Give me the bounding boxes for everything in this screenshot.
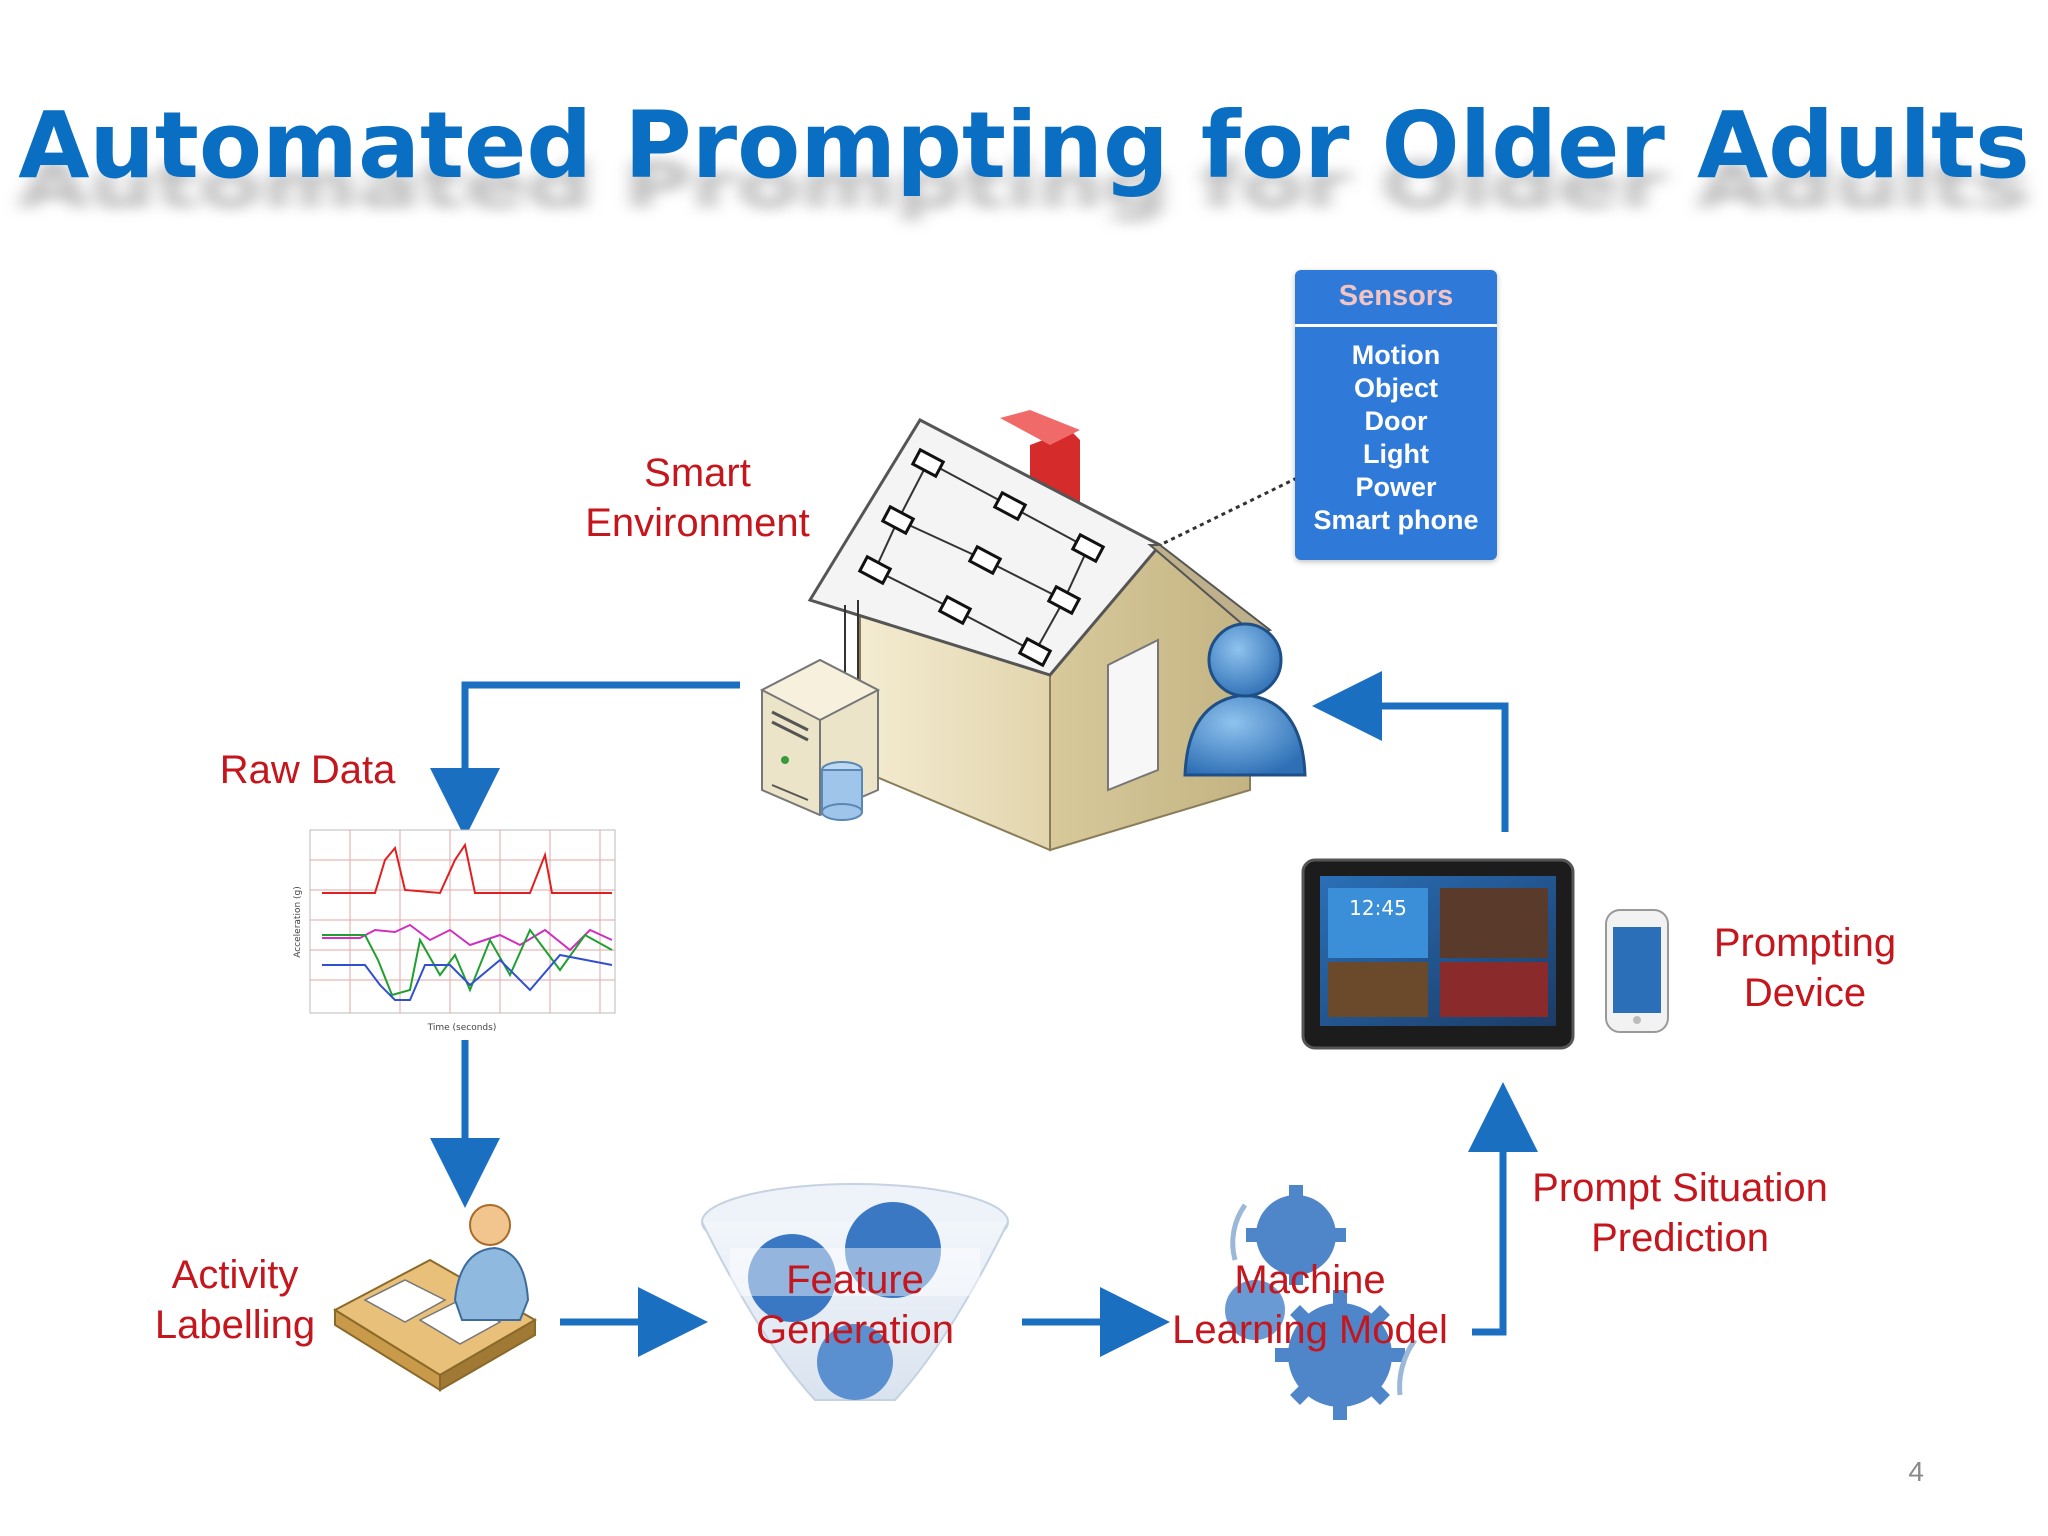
label-prompt-situation-prediction: Prompt Situation Prediction (1532, 1166, 1828, 1260)
sensors-panel: Sensors Motion Object Door Light Power S… (1295, 270, 1497, 560)
funnel-icon (701, 1183, 1009, 1401)
page-number: 4 (1908, 1456, 1924, 1487)
label-feature-generation: Feature Generation (756, 1258, 954, 1352)
arrow-model-to-device (1468, 1082, 1538, 1336)
label-raw-data: Raw Data (219, 748, 396, 792)
arrow-device-to-person (1312, 671, 1509, 832)
svg-text:Time (seconds): Time (seconds) (427, 1023, 497, 1033)
tablet-icon: 12:45 (1301, 858, 1575, 1050)
svg-text:Acceleration (g): Acceleration (g) (293, 886, 303, 958)
sensors-header: Sensors (1295, 270, 1497, 327)
gears-icon (1225, 1185, 1418, 1420)
slide-title: Automated Prompting for Older Adults (18, 92, 2030, 199)
label-activity-labelling: Activity Labelling (154, 1253, 316, 1347)
chart-icon: Time (seconds) Acceleration (g) (293, 829, 616, 1033)
server-icon (759, 658, 881, 821)
sensor-item: Smart phone (1313, 505, 1479, 535)
house-icon (807, 410, 1273, 852)
sensor-item: Object (1353, 373, 1439, 403)
sensor-item: Light (1363, 439, 1429, 469)
label-machine-learning-model: Machine Learning Model (1172, 1258, 1448, 1352)
sensor-item: Door (1364, 406, 1428, 436)
person-icon (1183, 622, 1307, 777)
title-shadow: Automated Prompting for Older Adults (18, 148, 2030, 223)
sensor-item: Motion (1351, 340, 1441, 370)
desk-person-icon (332, 1204, 538, 1392)
sensors-list: Motion Object Door Light Power Smart pho… (1295, 327, 1497, 537)
label-prompting-device: Prompting Device (1713, 921, 1897, 1015)
svg-text:12:45: 12:45 (1349, 896, 1407, 920)
label-smart-environment: Smart Environment (585, 451, 810, 545)
phone-icon (1605, 909, 1669, 1033)
sensor-item: Power (1355, 472, 1437, 502)
sensor-connector-line (1159, 476, 1298, 547)
arrows (430, 671, 1538, 1357)
arrow-house-to-raw-data (430, 681, 740, 838)
